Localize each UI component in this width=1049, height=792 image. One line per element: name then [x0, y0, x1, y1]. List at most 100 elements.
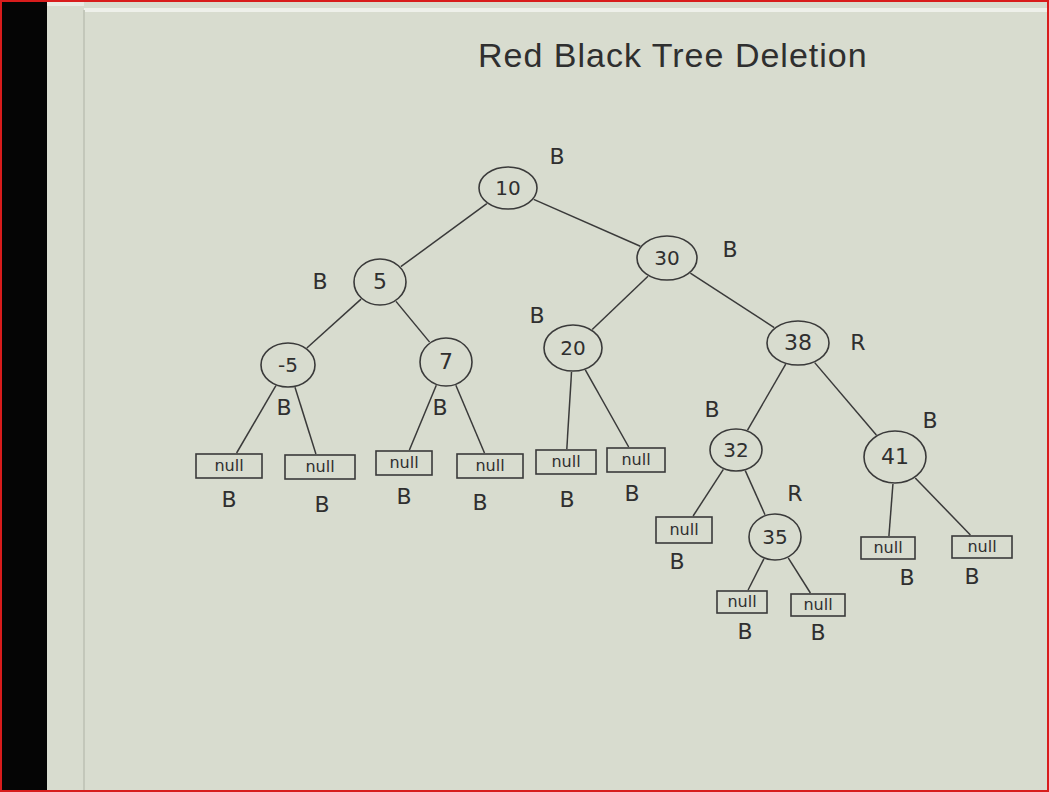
edge-line: [456, 385, 485, 453]
tree-edge: [396, 301, 430, 342]
node-key: 20: [560, 338, 585, 358]
tree-edge: [456, 385, 485, 453]
tree-edge: [690, 273, 774, 327]
null-leaf-box: nullB: [655, 516, 713, 544]
null-label: null: [551, 454, 580, 470]
null-leaf-box: nullB: [375, 450, 433, 476]
tree-edge: [567, 372, 572, 449]
box-stroke: [457, 454, 523, 478]
null-label: null: [803, 597, 832, 613]
tree-edge: [295, 387, 316, 454]
null-label: null: [727, 594, 756, 610]
color-label: B: [549, 146, 564, 168]
color-label: B: [314, 494, 329, 516]
box-stroke: [285, 455, 355, 479]
tree-edge: [815, 363, 877, 435]
tree-edge: [401, 204, 487, 267]
null-leaf-box: nullB: [606, 447, 666, 473]
box-stroke: [717, 591, 767, 613]
tree-edge: [592, 276, 648, 329]
color-label: B: [529, 305, 544, 327]
edge-line: [567, 372, 572, 449]
edge-line: [815, 363, 877, 435]
tree-node-circle: 38R: [766, 320, 830, 366]
tree-edge: [534, 199, 641, 246]
box-stroke: [952, 536, 1012, 558]
color-label: B: [624, 483, 639, 505]
tree-edge: [748, 364, 786, 430]
edge-line: [788, 558, 810, 593]
circle-stroke: [261, 343, 315, 387]
circle-stroke: [864, 431, 926, 483]
box-stroke: [791, 594, 845, 616]
edge-line: [295, 387, 316, 454]
circle-stroke: [749, 514, 801, 560]
circle-stroke: [544, 325, 602, 371]
board-frame: [84, 8, 1049, 12]
color-label: B: [312, 271, 327, 293]
dark-strip: [0, 0, 47, 792]
null-leaf-box: nullB: [951, 535, 1013, 559]
null-leaf-box: nullB: [284, 454, 356, 480]
null-leaf-box: nullB: [195, 453, 263, 479]
node-key: 35: [762, 527, 787, 547]
tree-edge: [748, 559, 764, 590]
null-label: null: [305, 459, 334, 475]
color-label: B: [669, 551, 684, 573]
edge-line: [307, 299, 361, 348]
null-leaf-box: nullB: [860, 536, 916, 560]
null-label: null: [214, 458, 243, 474]
tree-node-circle: 20B: [543, 324, 603, 372]
tree-edge: [307, 299, 361, 348]
null-label: null: [475, 458, 504, 474]
color-label: R: [787, 483, 802, 505]
title: Red Black Tree Deletion: [478, 36, 868, 75]
edge-line: [693, 469, 723, 516]
color-label: B: [396, 486, 411, 508]
node-key: 30: [654, 248, 679, 268]
circle-stroke: [354, 259, 406, 305]
null-leaf-box: nullB: [790, 593, 846, 617]
tree-edge: [889, 484, 893, 536]
edge-line: [748, 364, 786, 430]
tree-node-circle: 32B: [709, 428, 763, 472]
box-stroke: [536, 450, 596, 474]
tree-edge: [585, 370, 628, 447]
circle-stroke: [710, 429, 762, 471]
node-key: 38: [784, 332, 812, 354]
color-label: R: [850, 332, 865, 354]
box-stroke: [607, 448, 665, 472]
circle-stroke: [420, 338, 472, 386]
edge-line: [534, 199, 641, 246]
edge-line: [409, 385, 436, 450]
color-label: B: [899, 567, 914, 589]
board-frame: [83, 10, 85, 792]
tree-node-circle: 10B: [478, 166, 538, 210]
tree-node-circle: -5B: [260, 342, 316, 388]
tree-node-circle: 5B: [353, 258, 407, 306]
tree-node-circle: 30B: [636, 235, 698, 281]
null-leaf-box: nullB: [716, 590, 768, 614]
box-stroke: [376, 451, 432, 475]
edge-line: [745, 471, 765, 515]
edge-line: [592, 276, 648, 329]
null-label: null: [389, 455, 418, 471]
node-key: -5: [278, 355, 298, 375]
tree-node-circle: 41B: [863, 430, 927, 484]
color-label: B: [810, 622, 825, 644]
color-label: B: [922, 410, 937, 432]
null-leaf-box: nullB: [535, 449, 597, 475]
color-label: B: [704, 399, 719, 421]
tree-edge: [745, 471, 765, 515]
circle-stroke: [637, 236, 697, 280]
color-label: B: [472, 492, 487, 514]
null-leaf-box: nullB: [456, 453, 524, 479]
edge-line: [237, 386, 276, 453]
node-key: 5: [373, 271, 387, 293]
edge-line: [396, 301, 430, 342]
null-label: null: [967, 539, 996, 555]
